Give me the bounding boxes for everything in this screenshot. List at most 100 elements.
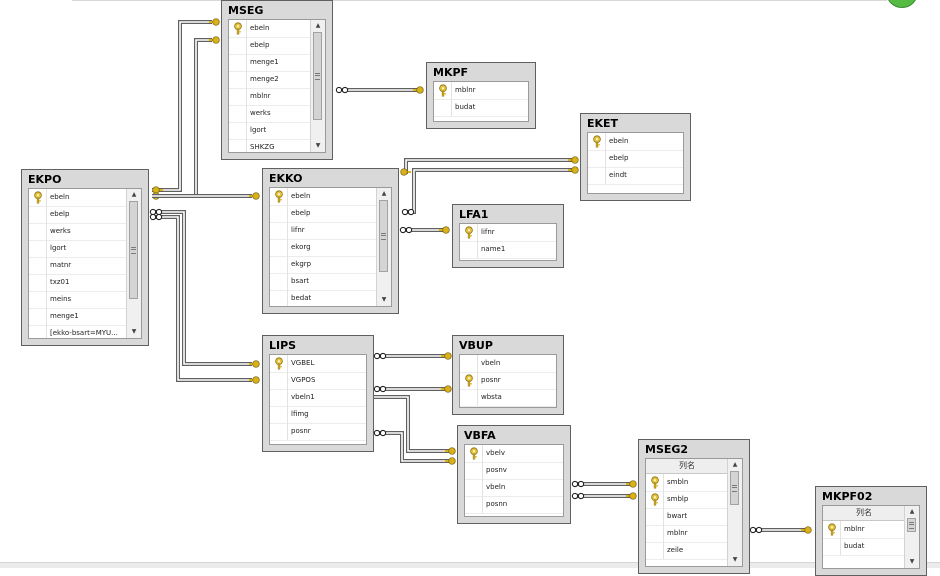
vertical-scrollbar[interactable]: ▲▼ — [376, 188, 391, 306]
row-selector[interactable] — [646, 474, 664, 491]
row-selector[interactable] — [646, 525, 664, 542]
row-selector[interactable] — [229, 122, 247, 139]
row-selector[interactable] — [460, 372, 478, 389]
column-row-posnr[interactable]: posnr — [460, 372, 556, 390]
row-selector[interactable] — [229, 88, 247, 105]
row-selector[interactable] — [465, 445, 483, 462]
column-row-werks[interactable]: werks — [229, 105, 311, 123]
row-selector[interactable] — [229, 54, 247, 71]
row-selector[interactable] — [29, 291, 47, 308]
scroll-up-arrow-icon[interactable]: ▲ — [315, 22, 321, 29]
column-row-vgbel[interactable]: VGBEL — [270, 355, 366, 373]
column-row-txz01[interactable]: txz01 — [29, 274, 127, 292]
row-selector[interactable] — [588, 133, 606, 150]
column-row-mblnr[interactable]: mblnr — [823, 521, 905, 539]
column-row-menge1[interactable]: menge1 — [229, 54, 311, 72]
column-row-posnv[interactable]: posnv — [465, 462, 563, 480]
column-row-vbeln[interactable]: vbeln — [465, 479, 563, 497]
row-selector[interactable] — [29, 189, 47, 206]
column-row-eindt[interactable]: eindt — [588, 167, 683, 185]
row-selector[interactable] — [588, 150, 606, 167]
column-row-bsart[interactable]: bsart — [270, 273, 377, 291]
scroll-thumb[interactable] — [379, 200, 388, 272]
vertical-scrollbar[interactable]: ▲▼ — [727, 459, 742, 566]
row-selector[interactable] — [465, 496, 483, 513]
scroll-down-arrow-icon[interactable]: ▼ — [131, 328, 137, 335]
horizontal-scrollbar[interactable] — [0, 562, 940, 568]
column-row-menge2[interactable]: menge2 — [229, 71, 311, 89]
column-row-ekko-bsart-myu[interactable]: [ekko-bsart=MYU... — [29, 325, 127, 338]
row-selector[interactable] — [229, 71, 247, 88]
row-selector[interactable] — [823, 521, 841, 538]
column-row-posnr[interactable]: posnr — [270, 423, 366, 441]
link-ekpo-mseg-ebelp[interactable] — [152, 38, 212, 198]
row-selector[interactable] — [270, 273, 288, 290]
column-row-ebelp[interactable]: ebelp — [229, 37, 311, 55]
row-selector[interactable] — [270, 205, 288, 222]
scroll-thumb[interactable] — [313, 32, 322, 120]
row-selector[interactable] — [460, 389, 478, 406]
row-selector[interactable] — [460, 355, 478, 372]
row-selector[interactable] — [270, 389, 288, 406]
scroll-up-arrow-icon[interactable]: ▲ — [131, 191, 137, 198]
column-row-ebelp[interactable]: ebelp — [270, 205, 377, 223]
row-selector[interactable] — [229, 139, 247, 152]
column-row-mblnr[interactable]: mblnr — [434, 82, 528, 100]
column-row-vgpos[interactable]: VGPOS — [270, 372, 366, 390]
link-ekko-eket-ebeln[interactable] — [404, 158, 572, 174]
row-selector[interactable] — [434, 99, 452, 116]
vertical-scrollbar[interactable]: ▲▼ — [126, 189, 141, 338]
column-row-vbeln1[interactable]: vbeln1 — [270, 389, 366, 407]
column-row-menge1[interactable]: menge1 — [29, 308, 127, 326]
scroll-down-arrow-icon[interactable]: ▼ — [315, 142, 321, 149]
column-row-budat[interactable]: budat — [434, 99, 528, 117]
row-selector[interactable] — [270, 406, 288, 423]
scroll-up-arrow-icon[interactable]: ▲ — [909, 508, 915, 515]
column-row-ekorg[interactable]: ekorg — [270, 239, 377, 257]
column-row-name1[interactable]: name1 — [460, 241, 556, 259]
row-selector[interactable] — [270, 355, 288, 372]
column-row-budat[interactable]: budat — [823, 538, 905, 556]
row-selector[interactable] — [29, 257, 47, 274]
row-selector[interactable] — [229, 20, 247, 37]
row-selector[interactable] — [270, 256, 288, 273]
column-row-vbeln[interactable]: vbeln — [460, 355, 556, 373]
column-row-smblp[interactable]: smblp — [646, 491, 728, 509]
column-row-vbelv[interactable]: vbelv — [465, 445, 563, 463]
column-row-ebelp[interactable]: ebelp — [29, 206, 127, 224]
column-row-ekgrp[interactable]: ekgrp — [270, 256, 377, 274]
row-selector[interactable] — [646, 508, 664, 525]
scroll-up-arrow-icon[interactable]: ▲ — [381, 190, 387, 197]
column-row-matnr[interactable]: matnr — [29, 257, 127, 275]
scroll-down-arrow-icon[interactable]: ▼ — [732, 556, 738, 563]
row-selector[interactable] — [588, 167, 606, 184]
link-ekpo-lips-vgpos[interactable] — [152, 215, 252, 382]
row-selector[interactable] — [460, 224, 478, 241]
column-row-lfimg[interactable]: lfimg — [270, 406, 366, 424]
column-header[interactable]: 列名 — [823, 506, 905, 521]
scroll-down-arrow-icon[interactable]: ▼ — [381, 296, 387, 303]
column-row-lifnr[interactable]: lifnr — [270, 222, 377, 240]
row-selector[interactable] — [465, 479, 483, 496]
row-selector[interactable] — [270, 290, 288, 306]
column-row-bedat[interactable]: bedat — [270, 290, 377, 306]
row-selector[interactable] — [270, 222, 288, 239]
column-row-mblnr[interactable]: mblnr — [646, 525, 728, 543]
row-selector[interactable] — [270, 188, 288, 205]
row-selector[interactable] — [270, 423, 288, 440]
column-row-mblnr[interactable]: mblnr — [229, 88, 311, 106]
vertical-scrollbar[interactable]: ▲▼ — [310, 20, 325, 152]
column-row-ebeln[interactable]: ebeln — [29, 189, 127, 207]
column-row-ebeln[interactable]: ebeln — [588, 133, 683, 151]
link-lips-vbfa-vbeln[interactable] — [374, 395, 450, 453]
row-selector[interactable] — [646, 491, 664, 508]
scroll-thumb[interactable] — [129, 201, 138, 299]
